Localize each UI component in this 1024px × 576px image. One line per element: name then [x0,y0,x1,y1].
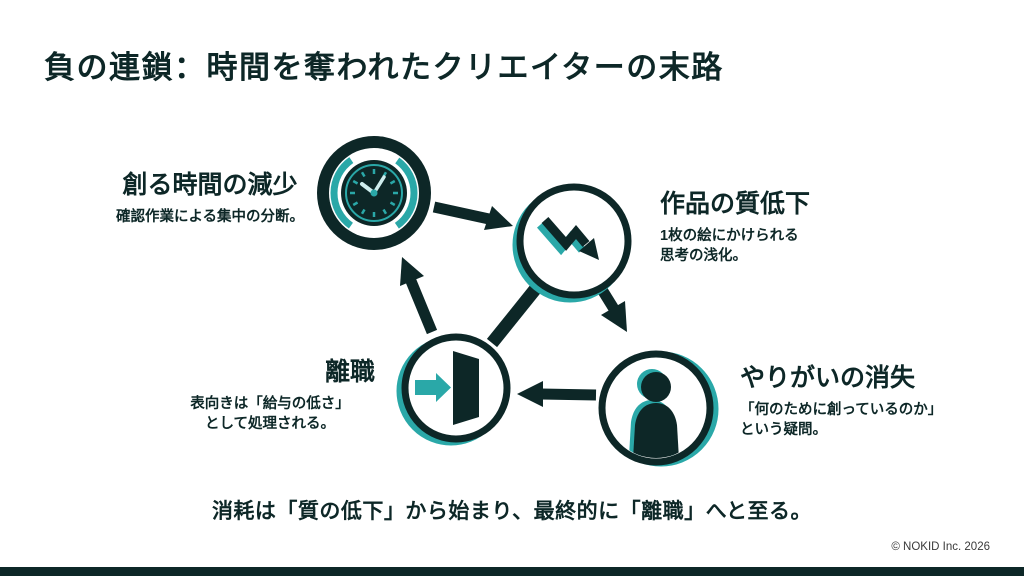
node-title-resignation: 離職 [324,358,375,386]
person-silhouette-icon [598,350,719,467]
label-block-time-loss: 創る時間の減少 確認作業による集中の分断。 [55,165,365,227]
cycle-node-motivation-loss [591,343,721,473]
node-description-motivation-loss: 「何のために創っているのか」 という疑問。 [740,402,943,439]
cycle-node-resignation [391,323,521,453]
node-title-motivation-loss: やりがいの消失 [740,364,916,392]
label-block-quality-drop: 作品の質低下 1枚の絵にかけられる 思考の浅化。 [660,184,940,267]
page-title: 負の連鎖：時間を奪われたクリエイターの末路 [44,50,724,85]
node-description-time-loss: 確認作業による集中の分断。 [115,209,305,225]
arrow-motivation-to-resignation [517,381,597,407]
cycle-node-quality-drop [509,176,639,306]
exit-door-icon [396,333,511,446]
conclusion-text: 消耗は「質の低下」から始まり、最終的に「離職」へと至る。 [211,500,813,523]
node-title-time-loss: 創る時間の減少 [122,171,298,199]
arrow-time-to-quality [432,201,513,230]
cycle-node-time-loss [309,128,439,258]
label-block-resignation: 離職 表向きは「給与の低さ」 として処理される。 [165,352,375,435]
node-title-quality-drop: 作品の質低下 [660,190,811,218]
bottom-accent-bar [0,567,1024,576]
label-block-motivation-loss: やりがいの消失 「何のために創っているのか」 という疑問。 [740,358,1010,441]
clock-icon [317,136,431,250]
copyright-text: © NOKID Inc. 2026 [891,541,990,553]
arrow-resignation-to-time [400,257,438,335]
node-description-resignation: 表向きは「給与の低さ」 として処理される。 [190,396,350,433]
declining-zigzag-arrow-icon [512,183,632,303]
node-description-quality-drop: 1枚の絵にかけられる 思考の浅化。 [660,228,799,265]
connector-quality-to-resignation [486,282,543,348]
